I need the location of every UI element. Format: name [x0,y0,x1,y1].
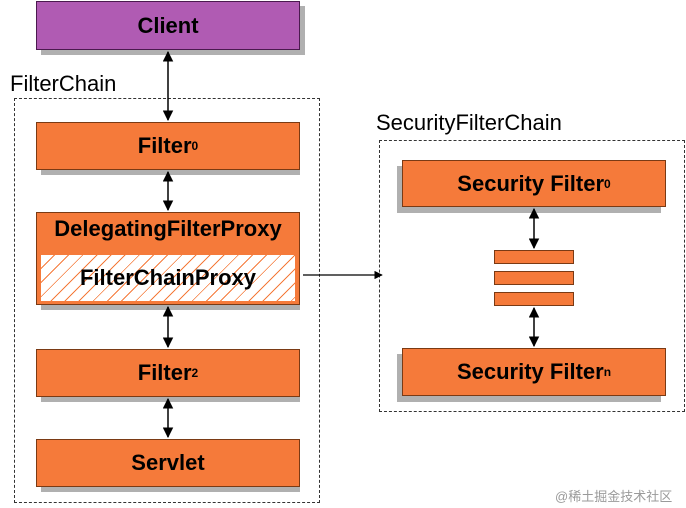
servlet-label: Servlet [131,450,205,475]
filter-chain-proxy-label: FilterChainProxy [79,265,257,290]
client-label: Client [137,12,199,38]
filter-chain-proxy-box: FilterChainProxy [40,254,296,302]
filter-ellipsis-bar-2 [494,271,574,285]
security-filter-n-label: Security Filter [456,359,604,384]
filter-0-label: Filter [137,133,192,158]
delegating-filter-proxy-box: DelegatingFilterProxy FilterChainProxy [36,212,300,305]
security-filter-chain-title: SecurityFilterChain [376,110,562,135]
servlet-box: Servlet [36,439,300,487]
security-filter-0-label: Security Filter [457,170,605,196]
filter-ellipsis-bar-3 [494,292,574,306]
filter-2-label: Filter [137,360,192,385]
client-box: Client [36,1,300,50]
delegating-filter-proxy-label: DelegatingFilterProxy [54,216,282,241]
filter-chain-title: FilterChain [10,71,117,96]
filter-ellipsis-bar-1 [494,250,574,264]
watermark: @稀土掘金技术社区 [555,489,673,504]
